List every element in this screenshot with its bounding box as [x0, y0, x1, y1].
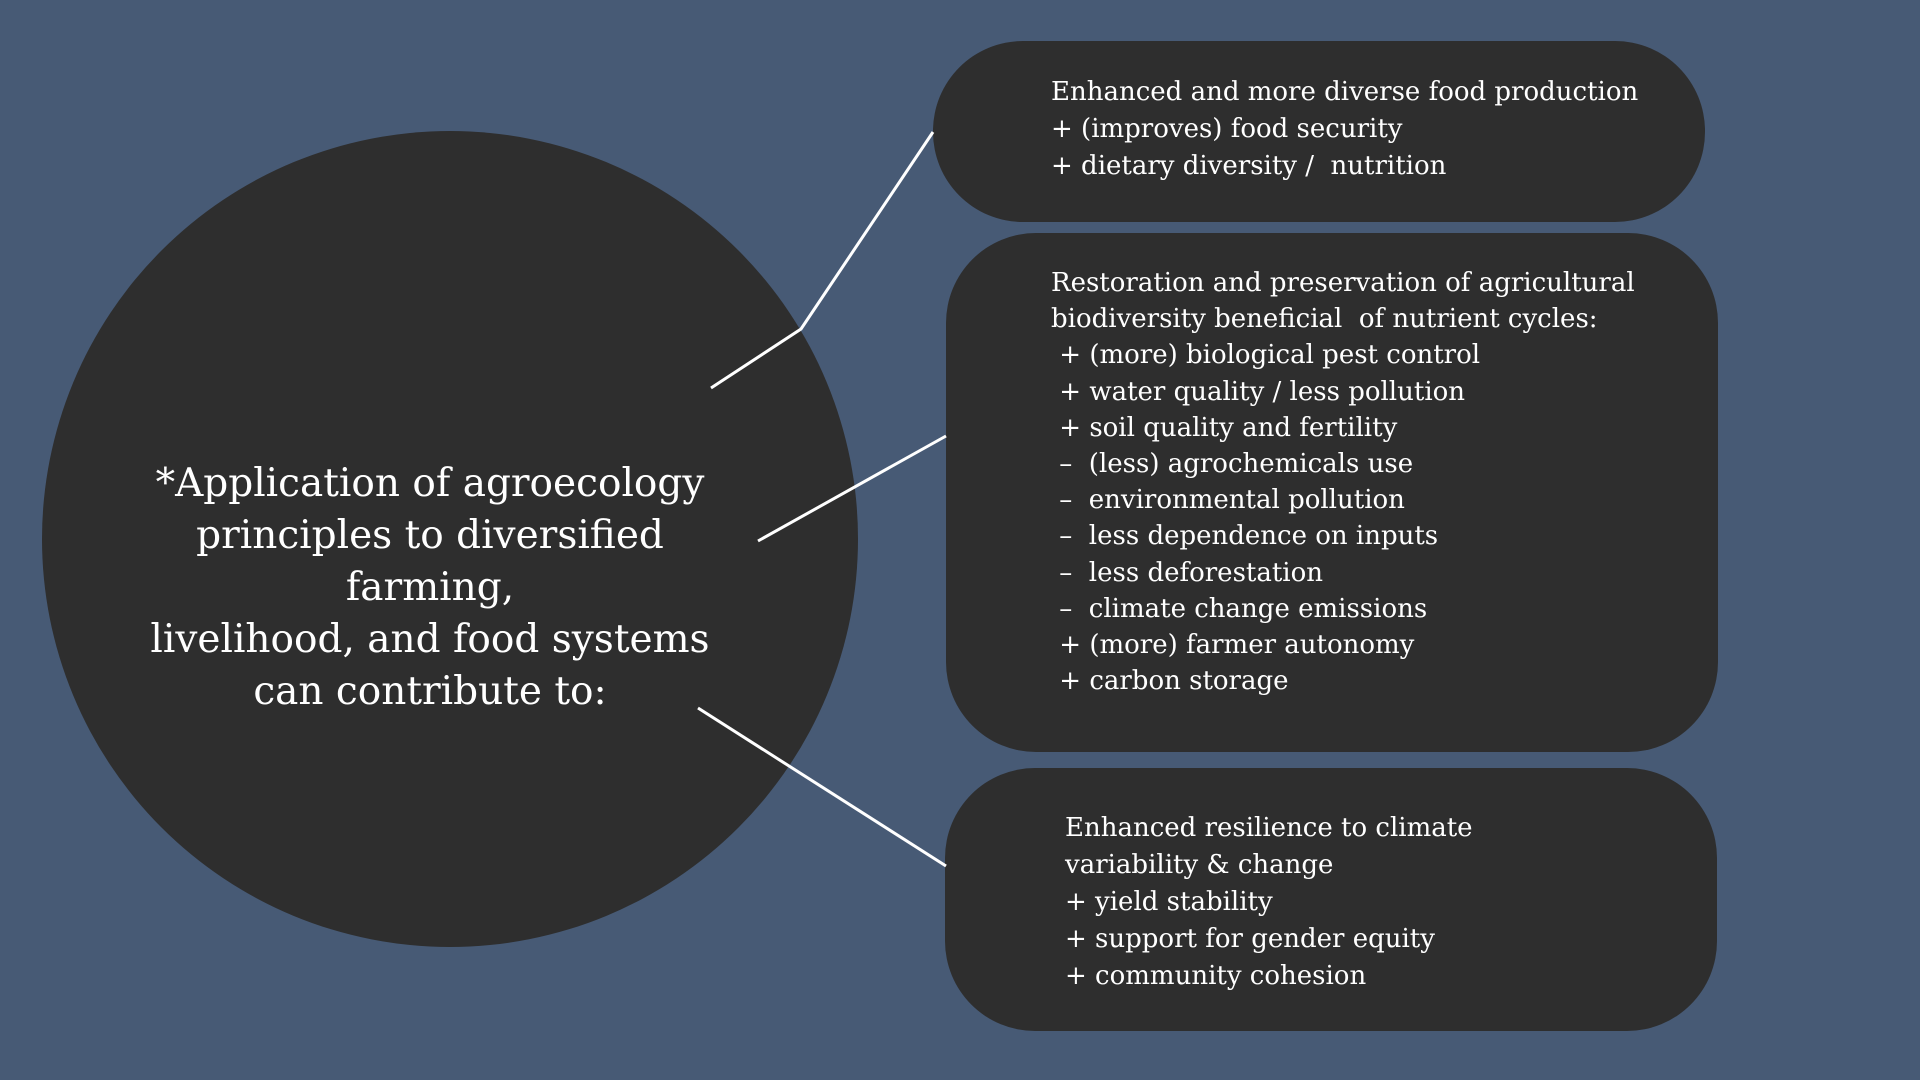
box-item: + (more) farmer autonomy	[1051, 630, 1415, 661]
box-heading: Enhanced resilience to climate	[1065, 813, 1473, 843]
box-item: – environmental pollution	[1051, 485, 1405, 516]
box-item: – less dependence on inputs	[1051, 521, 1439, 552]
box-heading: Restoration and preservation of agricult…	[1051, 268, 1635, 298]
box-heading: biodiversity beneficial of nutrient cycl…	[1051, 304, 1598, 335]
box-item: + support for gender equity	[1065, 924, 1435, 954]
box-item: + (improves) food security	[1051, 114, 1403, 144]
box-item: + carbon storage	[1051, 666, 1289, 697]
box-heading: Enhanced and more diverse food productio…	[1051, 77, 1639, 107]
box-item: + (more) biological pest control	[1051, 340, 1481, 371]
central-concept-text: *Application of agroecology principles t…	[120, 458, 740, 718]
box-item: + yield stability	[1065, 887, 1273, 917]
outcome-box-resilience: Enhanced resilience to climate variabili…	[945, 768, 1717, 1031]
box-heading: variability & change	[1065, 850, 1334, 880]
outcome-box-biodiversity: Restoration and preservation of agricult…	[946, 233, 1718, 752]
box-item: + soil quality and fertility	[1051, 412, 1398, 443]
outcome-box-food-production: Enhanced and more diverse food productio…	[933, 41, 1705, 222]
box-item: – less deforestation	[1051, 557, 1324, 588]
box-item: – (less) agrochemicals use	[1051, 449, 1414, 480]
box-item: + water quality / less pollution	[1051, 376, 1466, 407]
central-line: *Application of agroecology	[155, 461, 705, 506]
central-line: livelihood, and food systems	[150, 617, 710, 662]
box-item: + community cohesion	[1065, 961, 1367, 991]
central-line: can contribute to:	[253, 669, 607, 714]
box-item: – climate change emissions	[1051, 593, 1428, 624]
central-line: principles to diversified farming,	[196, 513, 664, 610]
box-item: + dietary diversity / nutrition	[1051, 151, 1447, 181]
